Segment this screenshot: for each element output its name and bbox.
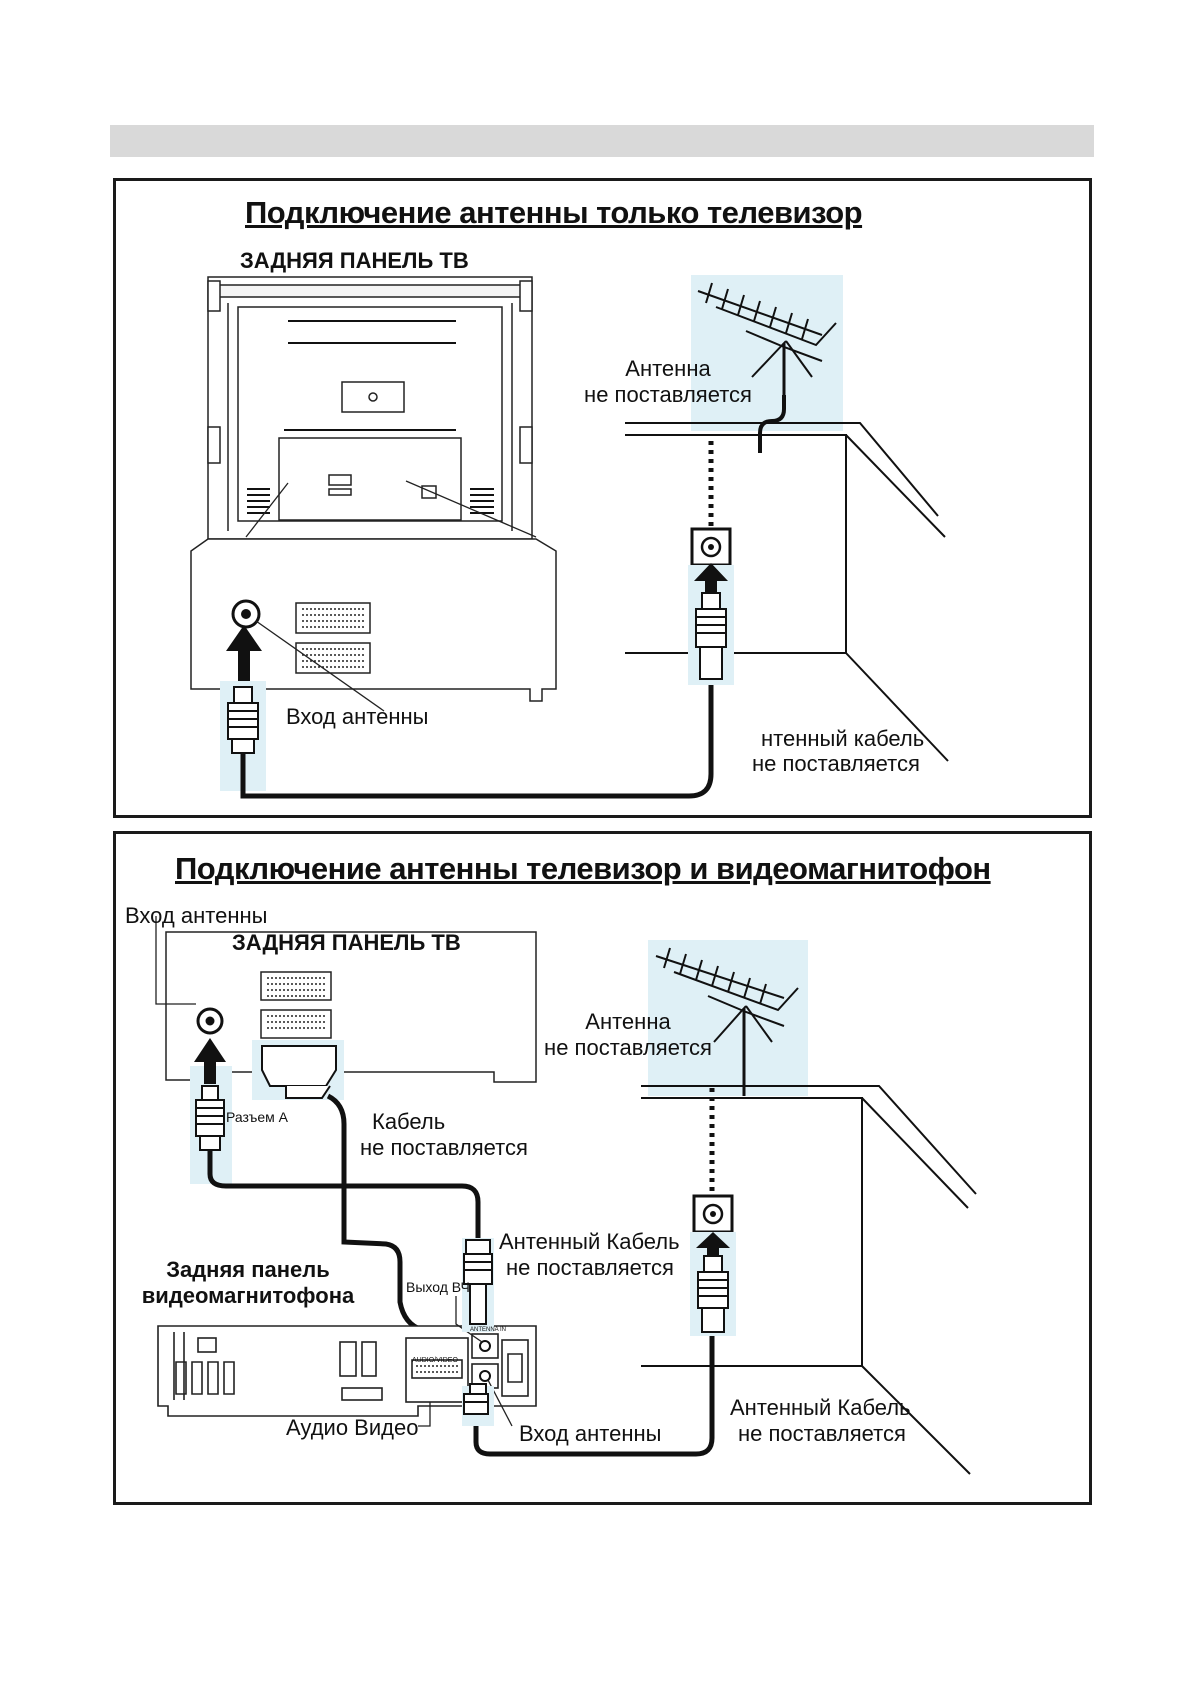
antenna-label-line2: не поставляется — [584, 382, 752, 407]
scart-cable-label-line2: не поставляется — [360, 1135, 528, 1160]
tv-up-arrow — [194, 1038, 226, 1084]
antenna-cable-1-line1: Антенный Кабель — [499, 1229, 680, 1254]
rf-out-label: Выход ВЧ — [406, 1279, 470, 1295]
wall-up-arrow — [696, 1232, 730, 1256]
house-wall — [641, 1085, 977, 1475]
antenna-label-line1: Антенна — [625, 356, 711, 381]
antenna-input-leader — [255, 620, 385, 712]
vcr-socket-audio-video-label: AUDIO/VIDEO — [412, 1357, 458, 1364]
audio-video-label: Аудио Видео — [286, 1415, 419, 1440]
tv-enlarged-panel — [190, 538, 557, 702]
wall-coax-plug — [697, 1255, 729, 1333]
wall-socket — [690, 527, 732, 567]
antenna-cable-2-line1: Антенный Кабель — [730, 1395, 911, 1420]
tv-antenna-input-leader — [155, 916, 196, 1005]
vcr-rear-label-line2: видеомагнитофона — [141, 1283, 355, 1308]
scart-plug — [261, 1045, 337, 1099]
panel-tv-and-vcr: Подключение антенны телевизор и видеомаг… — [113, 831, 1092, 1505]
antenna-cable-2-line2: не поставляется — [738, 1421, 906, 1446]
antenna-illustration — [655, 947, 799, 1096]
tv-vcr-diagram — [155, 916, 977, 1475]
vcr-socket-antenna-label: ANTENNA IN — [470, 1327, 507, 1333]
house-wall — [625, 422, 949, 762]
scart-cable-label-line1: Кабель — [372, 1109, 446, 1134]
antenna-label-line2: не поставляется — [544, 1035, 712, 1060]
vcr-rf-out-socket — [479, 1340, 491, 1352]
tv-antenna-input-label: Вход антенны — [125, 903, 268, 928]
panel1-title: Подключение антенны только телевизор — [245, 195, 863, 230]
vcr-rear-label-line1: Задняя панель — [166, 1257, 330, 1282]
vcr-coax-plug-top — [463, 1239, 493, 1325]
vcr-antenna-input-label: Вход антенны — [519, 1421, 662, 1446]
scart-cable — [326, 1093, 423, 1333]
rf-out-leader — [455, 1296, 483, 1343]
connector-a-label: Разъем А — [226, 1109, 289, 1125]
antenna-cable — [240, 679, 714, 799]
antenna-highlight — [691, 275, 843, 431]
antenna-label-line1: Антенна — [585, 1009, 671, 1034]
antenna-cable-tv-to-vcr — [207, 1150, 481, 1240]
antenna-input-label: Вход антенны — [286, 704, 429, 729]
vcr-antenna-in-socket — [479, 1370, 491, 1382]
wall-socket — [692, 1194, 734, 1234]
audio-video-leader — [418, 1402, 431, 1427]
vcr-coax-plug-bottom — [463, 1383, 489, 1415]
antenna-cable-1-line2: не поставляется — [506, 1255, 674, 1280]
tv-rear-illustration — [207, 276, 533, 540]
coax-plug-left — [227, 686, 259, 754]
antenna-cable-wall-to-vcr — [473, 1332, 715, 1457]
tv-rear-label: ЗАДНЯЯ ПАНЕЛЬ ТВ — [232, 930, 461, 955]
antenna-highlight — [648, 940, 808, 1096]
up-arrow-right — [694, 563, 728, 593]
panel2-title: Подключение антенны телевизор и видеомаг… — [175, 851, 991, 886]
up-arrow-left — [226, 625, 262, 681]
cable-label-line2: не поставляется — [752, 751, 920, 776]
tv-only-diagram — [190, 275, 949, 799]
cable-label-line1: нтенный кабель — [761, 726, 925, 751]
antenna-cable-top — [758, 395, 786, 453]
header-bar — [110, 125, 1094, 157]
vcr-rear-panel — [157, 1325, 537, 1417]
coax-plug-right — [695, 592, 727, 680]
tv-vent-slots — [247, 320, 494, 514]
antenna-illustration — [697, 282, 837, 395]
tv-rear-label: ЗАДНЯЯ ПАНЕЛЬ ТВ — [240, 248, 469, 273]
panel-tv-only: Подключение антенны только телевизор ЗАД… — [113, 178, 1092, 818]
zoom-lines — [245, 480, 537, 538]
